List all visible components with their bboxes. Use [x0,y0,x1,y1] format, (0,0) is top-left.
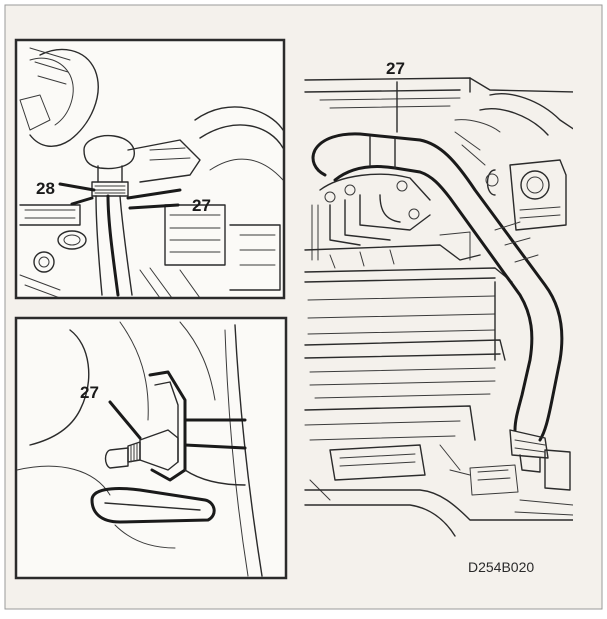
label-27-bottom-left: 27 [80,383,99,402]
label-28: 28 [36,179,55,198]
panel-top-left-drawing [19,47,283,297]
figure-code: D254B020 [468,559,534,575]
label-27-top-left: 27 [192,196,211,215]
label-27-right: 27 [386,59,405,78]
panel-right-drawing [304,77,573,537]
panel-right: 27 [304,59,573,537]
panel-bottom-left-drawing [17,321,263,577]
panel-top-left: 28 27 [14,38,286,300]
panel-bottom-left: 27 [14,316,288,580]
panel-top-left-frame [14,38,286,300]
